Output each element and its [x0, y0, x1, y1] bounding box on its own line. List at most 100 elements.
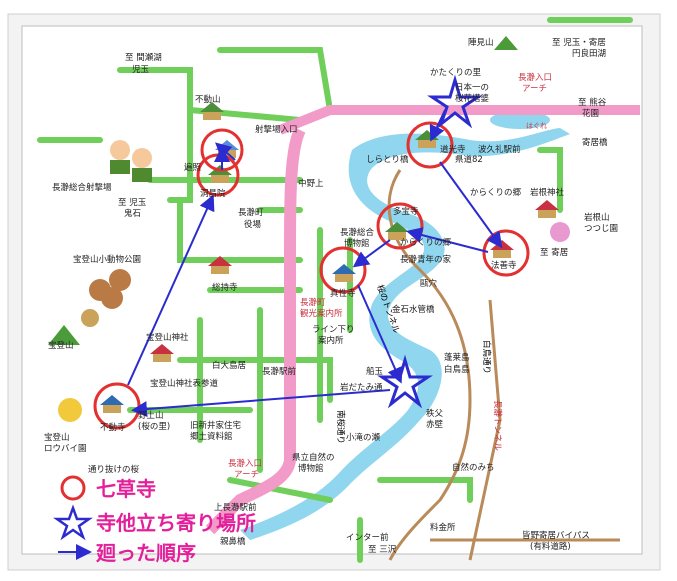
roubai-flower-icon [58, 398, 82, 422]
label-minanoyorii-2: (有料道路) [530, 541, 571, 552]
label-museum: 長瀞総合 [340, 227, 375, 238]
mountain-icon [494, 36, 518, 50]
label-to-misawa: 至 三沢 [368, 544, 397, 555]
label-hodosan-omote: 宝登山神社表参道 [150, 378, 219, 389]
label-nagatoro-office-2: 役場 [244, 219, 262, 230]
label-fudoji: 不動寺 [100, 422, 126, 433]
label-hodosan-ropeway: 宝登山 [44, 432, 70, 443]
label-hodosan: 宝登山 [48, 340, 74, 351]
label-sojiji: 総持寺 [212, 282, 238, 293]
temple-icon [200, 102, 224, 120]
label-nagatoro-arch-s: 長瀞入口 [228, 458, 262, 469]
temple-icon [385, 222, 409, 240]
temple-icon [535, 200, 559, 218]
label-nagatoro-office: 長瀞町 [238, 207, 264, 218]
label-eiganji: 遍照 [184, 162, 202, 173]
label-seinen: 長瀞青年の家 [400, 254, 452, 265]
label-old-house-2: 郷土資料館 [190, 431, 233, 442]
label-iwanejinja: 岩根神社 [530, 187, 565, 198]
label-nagatoro-arch-2: アーチ [522, 84, 547, 94]
label-sogo-shajo: 長瀞総合射撃場 [52, 182, 112, 193]
label-kenritsu: 県立自然の [292, 452, 335, 463]
label-yoribashi: 寄居橋 [582, 137, 608, 148]
label-chichibu-sekiheki: 秩父 [426, 408, 444, 419]
label-kanko-2: 観光案内所 [300, 308, 343, 319]
label-gyoketsu: 甌穴 [420, 278, 438, 289]
label-iwadatami: 岩だたみ通 [340, 382, 383, 393]
label-toshiba-lake: 至 間瀬湖 [125, 52, 162, 63]
label-ryokinjo: 料金所 [430, 522, 456, 533]
label-nagatoro-tunnel: 長瀞トンネル [492, 400, 503, 451]
label-minanoyorii: 皆野寄居バイパス [522, 530, 590, 541]
label-doko: 道光寺 [440, 144, 466, 155]
label-kanko: 長瀞町 [300, 297, 326, 308]
label-ikariyama: 陣見山 [468, 37, 494, 48]
brown-roads [387, 169, 620, 561]
route-arrows [127, 109, 503, 418]
label-tori-nuke: 通り抜けの桜 [88, 464, 140, 475]
label-nippon-ichi-2: 桜花塔婆 [455, 93, 490, 104]
label-nagatoro-sta: 長瀞駅前 [262, 366, 297, 377]
label-to-kodama: 至 児玉 [118, 198, 147, 208]
label-chichibu-sekiheki-2: 赤壁 [426, 419, 444, 430]
temple-icon [100, 395, 124, 413]
label-oyahana: 親鼻橋 [220, 536, 246, 547]
green-roads [37, 17, 633, 563]
label-shooting: 射撃場入口 [255, 124, 298, 135]
label-old-house: 旧新井家住宅 [190, 420, 241, 431]
shooting-range-figures-icon [110, 140, 152, 182]
star-icon [427, 74, 483, 129]
label-shiratori: しらとり橋 [366, 154, 409, 165]
label-nosa-2: (桜の里) [138, 421, 170, 432]
legend-other: 寺他立ち寄り場所 [96, 511, 256, 535]
label-nippon-ichi: 日本一の [455, 82, 489, 93]
label-shizen-michi: 自然のみち [452, 462, 495, 473]
legend-star-icon [53, 504, 93, 541]
legend-circle-icon [60, 475, 86, 501]
pink-road-north [278, 105, 640, 135]
label-tsutsuji: つつじ園 [584, 224, 618, 234]
label-nagatoro-arch: 長瀞入口 [518, 72, 552, 83]
label-to-kodama-yorii: 至 児玉・寄居 [552, 37, 606, 48]
river-upper [490, 111, 550, 129]
label-shiranoshima-dori: 白鳥通り [481, 340, 492, 374]
label-to-kumagaya-2: 花園 [582, 108, 599, 119]
legend-order: 廻った順序 [95, 541, 196, 565]
label-line-kudari-2: 案内所 [318, 335, 344, 346]
legend: 七草寺 寺他立ち寄り場所 廻った順序 [53, 475, 256, 565]
label-museum-2: 博物館 [344, 238, 370, 249]
label-minami-zakura: 南桜通り [335, 410, 346, 444]
label-hodosan-ropeway-2: ロウバイ園 [44, 444, 87, 454]
label-to-yorii: 至 寄居 [540, 247, 568, 258]
label-kotaki: 小滝の瀬 [346, 432, 381, 443]
label-karakuri-2: からくりの郷 [470, 188, 522, 198]
label-nagatoro-arch-s-2: アーチ [234, 470, 259, 480]
label-yoshoji: 法善寺 [491, 260, 517, 271]
circle-yoshoji [482, 229, 530, 277]
label-shinshoji: 真性寺 [330, 288, 356, 299]
label-dosho: 洞昌院 [200, 188, 226, 199]
temple-icon [208, 256, 232, 274]
label-hakutaiko: 白大島居 [212, 360, 246, 371]
label-tahoji: 多宝寺 [393, 206, 419, 217]
circle-shinshoji [319, 246, 367, 294]
label-karakuri-sato: かたくりの里 [430, 68, 482, 78]
label-karakuri: からくりの郷 [400, 238, 452, 248]
label-to-kumagaya: 至 熊谷 [578, 97, 607, 108]
label-horaijima: 蓬莱島 [444, 352, 470, 363]
circle-tahoji [376, 202, 424, 250]
temple-icon [150, 344, 174, 362]
label-hanakuri: 波久礼駅前 [478, 144, 521, 155]
monkey-figures-icon [81, 269, 131, 327]
circle-doko [406, 121, 454, 169]
label-funatama: 船玉 [366, 366, 384, 377]
label-line-kudari: ライン下り [312, 325, 355, 335]
label-fudo-san: 不動山 [195, 94, 221, 105]
pink-road-main [205, 127, 306, 535]
azalea-icon [550, 222, 570, 242]
label-nosa: 野土山 [138, 410, 164, 421]
legend-nanakusa: 七草寺 [96, 477, 156, 501]
temple-icon [332, 264, 356, 282]
label-zoo: 宝登山小動物公園 [73, 254, 141, 265]
